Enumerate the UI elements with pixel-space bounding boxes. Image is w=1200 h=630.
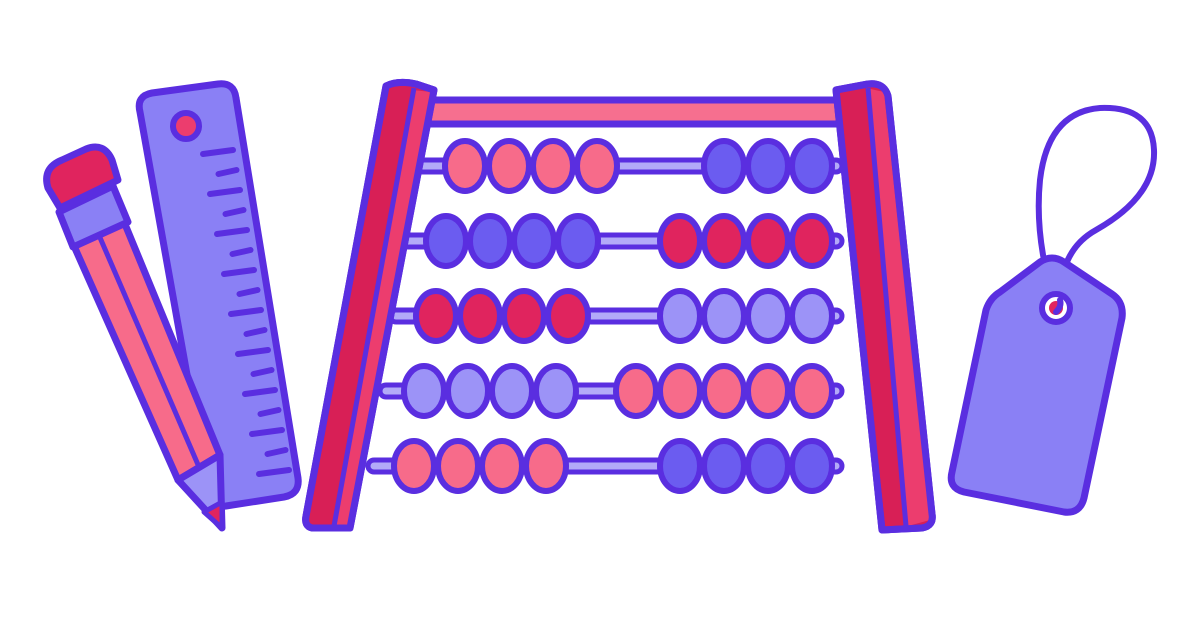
abacus-bead (533, 363, 579, 419)
abacus-bead (457, 288, 503, 344)
ruler-icon (135, 80, 302, 510)
abacus-bead (789, 288, 835, 344)
ruler-tick (250, 367, 275, 377)
abacus-bead (657, 363, 703, 419)
abacus-bead (701, 363, 747, 419)
ruler-tick (243, 327, 268, 337)
ruler-tick (257, 407, 282, 417)
ruler-tick (221, 267, 257, 277)
abacus-bead (413, 288, 459, 344)
ruler-tick (235, 347, 271, 357)
abacus-bead (523, 438, 569, 494)
abacus-bead (701, 213, 747, 269)
ruler-tick (236, 287, 261, 297)
abacus-bead (789, 363, 835, 419)
abacus-bead (479, 438, 525, 494)
abacus-bead (391, 438, 437, 494)
abacus-icon (302, 78, 936, 534)
price-tag-icon (947, 104, 1158, 516)
abacus-bead (745, 138, 791, 194)
abacus-bead (789, 438, 835, 494)
abacus-bead (445, 363, 491, 419)
abacus-left-leg (302, 78, 438, 532)
abacus-bead (789, 213, 835, 269)
abacus-bead (486, 138, 532, 194)
ruler-tick (242, 387, 278, 397)
abacus-bead (701, 438, 747, 494)
abacus-bead (745, 363, 791, 419)
abacus-bead (745, 213, 791, 269)
abacus-right-leg (832, 80, 936, 534)
abacus-bead (745, 438, 791, 494)
ruler-tick (264, 447, 289, 457)
ruler-tick (228, 307, 264, 317)
abacus-bead (511, 213, 557, 269)
ruler-tick (249, 427, 285, 437)
ruler-tick (222, 207, 247, 217)
ruler-tick (207, 187, 243, 197)
abacus-bead (555, 213, 601, 269)
abacus-bead (789, 138, 835, 194)
abacus-bead (442, 138, 488, 194)
abacus-bead (657, 288, 703, 344)
ruler-tick (214, 227, 250, 237)
abacus-bead (401, 363, 447, 419)
abacus-bead (423, 213, 469, 269)
ruler-tick (229, 247, 254, 257)
abacus-bead (745, 288, 791, 344)
ruler-tick (215, 167, 240, 177)
abacus-bead (467, 213, 513, 269)
abacus-bead (435, 438, 481, 494)
abacus-bead (657, 438, 703, 494)
abacus-bead (574, 138, 620, 194)
abacus-bead (501, 288, 547, 344)
abacus-bead (657, 213, 703, 269)
abacus-bead (545, 288, 591, 344)
abacus-bead (530, 138, 576, 194)
abacus-bead (613, 363, 659, 419)
abacus-bead (701, 288, 747, 344)
abacus-rods (365, 138, 845, 494)
ruler-tick (200, 147, 236, 157)
abacus-bead (489, 363, 535, 419)
pencil-icon (43, 143, 226, 532)
ruler-tick (256, 467, 292, 477)
abacus-bead (701, 138, 747, 194)
